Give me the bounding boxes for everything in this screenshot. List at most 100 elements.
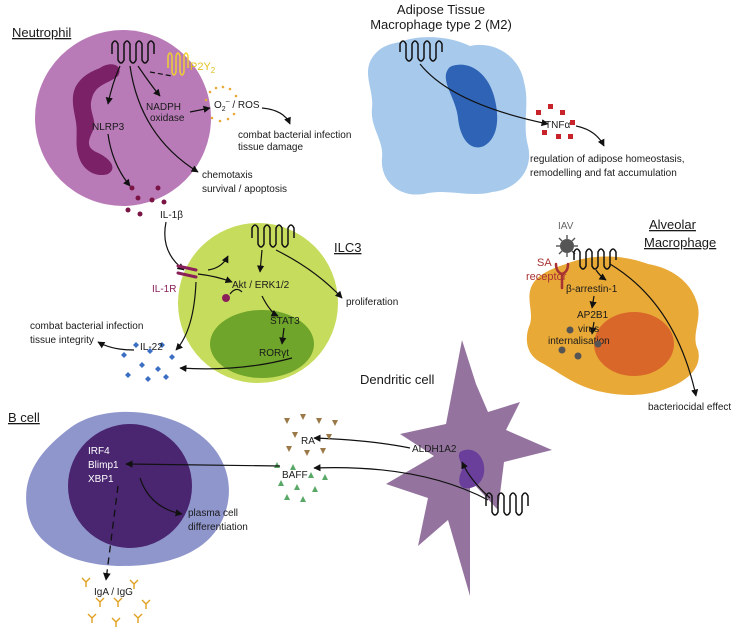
iav-label: IAV (558, 221, 574, 232)
arrow-to-nadph (137, 65, 161, 97)
adipose-title-2: Macrophage type 2 (M2) (370, 17, 512, 32)
adipose-effect-1: regulation of adipose homeostasis, (530, 154, 685, 165)
aldh-label: ALDH1A2 (412, 444, 457, 455)
o2-ros-label: O2– / ROS (214, 98, 260, 113)
ilc3-title: ILC3 (334, 240, 361, 255)
arrow-il1r-to-akt-2 (207, 255, 229, 271)
alveolar-title-1: Alveolar (649, 217, 697, 232)
arrow-barrestin-to-ap2b1 (589, 295, 597, 309)
arrow-ap2b1-to-virus (589, 321, 597, 335)
alveolar-macrophage-cell: IAV SA receptor β-arrestin-1 AP2B1 virus… (526, 217, 731, 413)
arrow-to-blimp1 (125, 460, 281, 468)
adipose-macrophage-cell: TNFα regulation of adipose homeostasis, … (367, 2, 685, 195)
gpcr-receptor-alveolar (573, 248, 617, 270)
sa-label-2: receptor (526, 271, 567, 283)
iav-virus (556, 235, 578, 257)
arrow-to-bacteriocidal (609, 263, 699, 397)
arrow-il1r-to-il22 (175, 281, 197, 351)
adipose-nucleus (445, 64, 498, 148)
il1r-label: IL-1R (152, 284, 176, 295)
ap2b1-label: AP2B1 (577, 310, 609, 321)
ra-triangles (284, 414, 338, 456)
ig-label: IgA / IgG (94, 587, 133, 598)
il1b-dots (125, 185, 167, 217)
nadph-label-2: oxidase (150, 113, 185, 124)
arrow-roryt-to-il22 (179, 357, 293, 373)
stat3-label: STAT3 (270, 316, 300, 327)
dashed-to-ig (103, 485, 119, 581)
il1b-label: IL-1β (160, 210, 183, 221)
virus-label-2: internalisation (548, 336, 610, 347)
gpcr-receptor-dendritic (485, 492, 529, 516)
neutrophil-title: Neutrophil (12, 25, 71, 40)
inhibitor-dot (222, 294, 230, 302)
alveolar-title-2: Macrophage (644, 235, 716, 250)
arrow-aldh-to-ra (313, 434, 411, 449)
arrow-to-tnfa (419, 63, 549, 127)
tnfa-squares (536, 104, 575, 139)
arrow-to-aldh (461, 461, 491, 499)
arrow-il22-to-effect (97, 341, 135, 351)
roryt-label: RORγt (259, 348, 289, 359)
dendritic-cell: ALDH1A2 RA BAFF Dendritic cell (274, 340, 552, 596)
nlrp3-label: NLRP3 (92, 122, 125, 133)
p2y2-label: P2Y2 (190, 61, 216, 75)
arrow-to-nlrp3 (105, 65, 121, 105)
arrow-to-chemotaxis (129, 65, 199, 173)
il22-diamonds (121, 342, 175, 382)
nadph-label-1: NADPH (146, 102, 181, 113)
proliferation-label: proliferation (346, 297, 398, 308)
arrow-receptor-to-proliferation (275, 249, 343, 299)
ilc3-nucleus (210, 310, 314, 378)
bcell-nucleus (68, 424, 192, 548)
gpcr-receptor-ilc3 (251, 224, 295, 248)
neutrophil-body (35, 30, 211, 206)
inhibitor-link (229, 288, 243, 295)
arrow-to-barrestin (595, 269, 607, 281)
dendritic-nucleus (458, 449, 485, 489)
ilc3-cell: IL-1R Akt / ERK1/2 STAT3 RORγt prolifera… (30, 223, 398, 383)
p2y2-dashed-link (149, 71, 173, 77)
alveolar-nucleus (594, 312, 674, 376)
virus-label-1: virus (578, 324, 599, 335)
baff-label: BAFF (282, 470, 308, 481)
ilc3-effect-1: combat bacterial infection (30, 321, 143, 332)
il22-label: IL-22 (140, 342, 163, 353)
irf4-label: IRF4 (88, 446, 110, 457)
neutrophil-effect-1: combat bacterial infection (238, 130, 351, 141)
diff-label-1: plasma cell (188, 508, 238, 519)
arrow-il1r-to-akt (197, 273, 233, 284)
ra-label: RA (301, 436, 315, 447)
chemotaxis-label-2: survival / apoptosis (202, 184, 287, 195)
neutrophil-nucleus (72, 64, 120, 176)
bacteriocidal-label: bacteriocidal effect (648, 402, 731, 413)
neutrophil-cell: P2Y2 NADPH oxidase O2– / ROS combat bact… (12, 25, 351, 271)
gpcr-receptor-neutrophil (111, 40, 155, 64)
tnfa-label: TNFα (545, 120, 570, 131)
adipose-body (367, 37, 530, 195)
ilc3-effect-2: tissue integrity (30, 335, 94, 346)
arrow-akt-to-stat3 (261, 295, 279, 317)
arrow-stat3-to-roryt (279, 327, 287, 345)
sa-receptor (554, 262, 570, 290)
xbp1-label: XBP1 (88, 474, 114, 485)
sa-label-1: SA (537, 257, 552, 269)
arrow-il1b-to-il1r (164, 221, 185, 271)
ros-dots (204, 85, 238, 123)
arrow-nadph-to-ros (189, 105, 211, 113)
internalised-viruses (558, 326, 602, 360)
diff-label-2: differentiation (188, 522, 248, 533)
neutrophil-effect-2: tissue damage (238, 142, 303, 153)
gpcr-receptor-adipose (399, 40, 443, 62)
ig-glyphs (81, 577, 151, 627)
arrow-nlrp3-to-il1b (107, 133, 131, 187)
arrow-receptor-to-baff (313, 464, 489, 501)
arrow-to-diff (139, 477, 183, 517)
adipose-title-1: Adipose Tissue (397, 2, 485, 17)
b-cell: IRF4 Blimp1 XBP1 plasma cell differentia… (8, 410, 281, 627)
arrow-tnfa-to-effect (575, 125, 605, 147)
bcell-title: B cell (8, 410, 40, 425)
il1r-receptor (176, 264, 198, 279)
adipose-effect-2: remodelling and fat accumulation (530, 168, 677, 179)
